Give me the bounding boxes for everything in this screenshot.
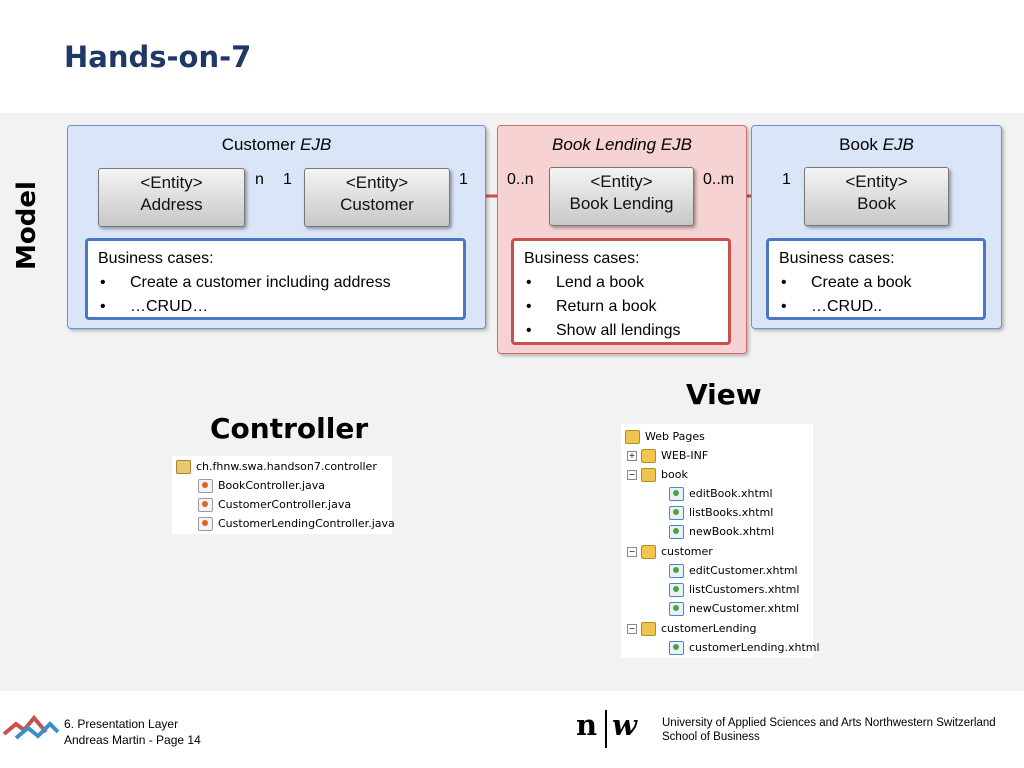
tree-package-row[interactable]: ch.fhnw.swa.handson7.controller: [176, 457, 377, 476]
address-entity: <Entity> Address: [98, 168, 245, 227]
multiplicity-n: n: [255, 171, 264, 188]
xhtml-file-icon: [669, 564, 684, 578]
tree-file-row[interactable]: newBook.xhtml: [669, 522, 774, 541]
logo-divider: [605, 710, 607, 748]
book-lending-ejb-title: Book Lending EJB: [552, 135, 692, 154]
case-item: Return a book: [524, 295, 718, 319]
fhnw-mountain-logo-icon: [2, 714, 60, 740]
slide-title: Hands-on-7: [64, 40, 252, 74]
xhtml-file-icon: [669, 525, 684, 539]
lending-business-cases: Business cases: Lend a book Return a boo…: [511, 238, 731, 345]
multiplicity-0-n: 0..n: [507, 171, 534, 188]
collapse-icon[interactable]: −: [627, 624, 637, 634]
tree-file-row[interactable]: editBook.xhtml: [669, 484, 773, 503]
multiplicity-1: 1: [782, 171, 791, 188]
view-heading: View: [686, 378, 762, 411]
customer-ejb-title: Customer EJB: [221, 135, 332, 154]
book-ejb-title: Book EJB: [839, 135, 914, 154]
java-file-icon: [198, 498, 213, 512]
book-business-cases: Business cases: Create a book …CRUD..: [766, 238, 986, 320]
tree-file-row[interactable]: customerLending.xhtml: [669, 638, 820, 657]
tree-folder-row[interactable]: −customer: [627, 545, 713, 559]
folder-icon: [641, 622, 656, 636]
folder-icon: [641, 449, 656, 463]
tree-file-row[interactable]: listCustomers.xhtml: [669, 580, 799, 599]
folder-icon: [641, 545, 656, 559]
xhtml-file-icon: [669, 641, 684, 655]
tree-file-row[interactable]: listBooks.xhtml: [669, 503, 773, 522]
view-tree: Web Pages +WEB-INF −book editBook.xhtml …: [621, 424, 820, 658]
web-pages-folder-icon: [625, 430, 640, 444]
footer-info: 6. Presentation Layer Andreas Martin - P…: [64, 717, 201, 747]
tree-file-row[interactable]: newCustomer.xhtml: [669, 599, 799, 618]
controller-heading: Controller: [210, 412, 369, 445]
xhtml-file-icon: [669, 602, 684, 616]
tree-folder-row[interactable]: +WEB-INF: [627, 449, 709, 463]
collapse-icon[interactable]: −: [627, 547, 637, 557]
book-entity: <Entity> Book: [804, 167, 949, 226]
logo-w: w: [612, 708, 637, 742]
xhtml-file-icon: [669, 506, 684, 520]
case-item: Lend a book: [524, 271, 718, 295]
package-icon: [176, 460, 191, 474]
multiplicity-0-m: 0..m: [703, 171, 735, 188]
case-item: Create a book: [779, 271, 973, 295]
tree-file-row[interactable]: BookController.java: [198, 476, 325, 495]
java-file-icon: [198, 517, 213, 531]
tree-file-row[interactable]: editCustomer.xhtml: [669, 561, 798, 580]
tree-root-row[interactable]: Web Pages: [625, 427, 705, 446]
case-item: Show all lendings: [524, 319, 718, 343]
folder-icon: [641, 468, 656, 482]
multiplicity-1: 1: [459, 171, 468, 188]
controller-tree: ch.fhnw.swa.handson7.controller BookCont…: [172, 456, 395, 534]
tree-folder-row[interactable]: −book: [627, 468, 688, 482]
java-file-icon: [198, 479, 213, 493]
multiplicity-1: 1: [283, 171, 292, 188]
xhtml-file-icon: [669, 583, 684, 597]
customer-business-cases: Business cases: Create a customer includ…: [85, 238, 466, 320]
xhtml-file-icon: [669, 487, 684, 501]
collapse-icon[interactable]: −: [627, 470, 637, 480]
school-name: University of Applied Sciences and Arts …: [662, 717, 996, 743]
customer-entity: <Entity> Customer: [304, 168, 450, 227]
case-item: Create a customer including address: [98, 271, 453, 295]
tree-file-row[interactable]: CustomerController.java: [198, 495, 351, 514]
tree-folder-row[interactable]: −customerLending: [627, 622, 757, 636]
tree-file-row[interactable]: CustomerLendingController.java: [198, 514, 395, 533]
case-item: …CRUD…: [98, 295, 453, 319]
case-item: …CRUD..: [779, 295, 973, 319]
logo-n: n: [576, 708, 598, 742]
book-lending-entity: <Entity> Book Lending: [549, 167, 694, 226]
expand-icon[interactable]: +: [627, 451, 637, 461]
